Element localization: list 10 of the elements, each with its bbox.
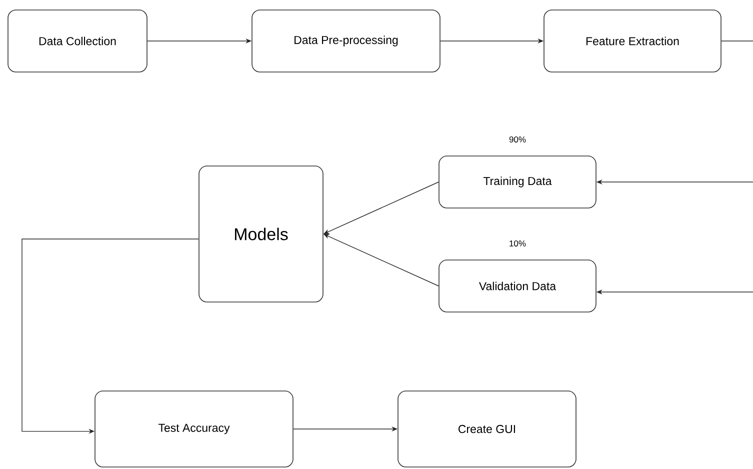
process-box: Data Pre-processing bbox=[252, 10, 440, 72]
process-box: Test Accuracy bbox=[94, 390, 294, 468]
model-box: Models bbox=[198, 166, 324, 302]
process-box: Training Data bbox=[438, 156, 596, 208]
percentage-label: 10% bbox=[510, 240, 526, 246]
process-box: Validation Data bbox=[438, 260, 596, 312]
process-box: Create GUI bbox=[398, 390, 576, 468]
process-box: Feature Extraction bbox=[544, 10, 722, 72]
process-box: Data Collection bbox=[8, 10, 148, 72]
percentage-label: 90% bbox=[509, 136, 526, 142]
